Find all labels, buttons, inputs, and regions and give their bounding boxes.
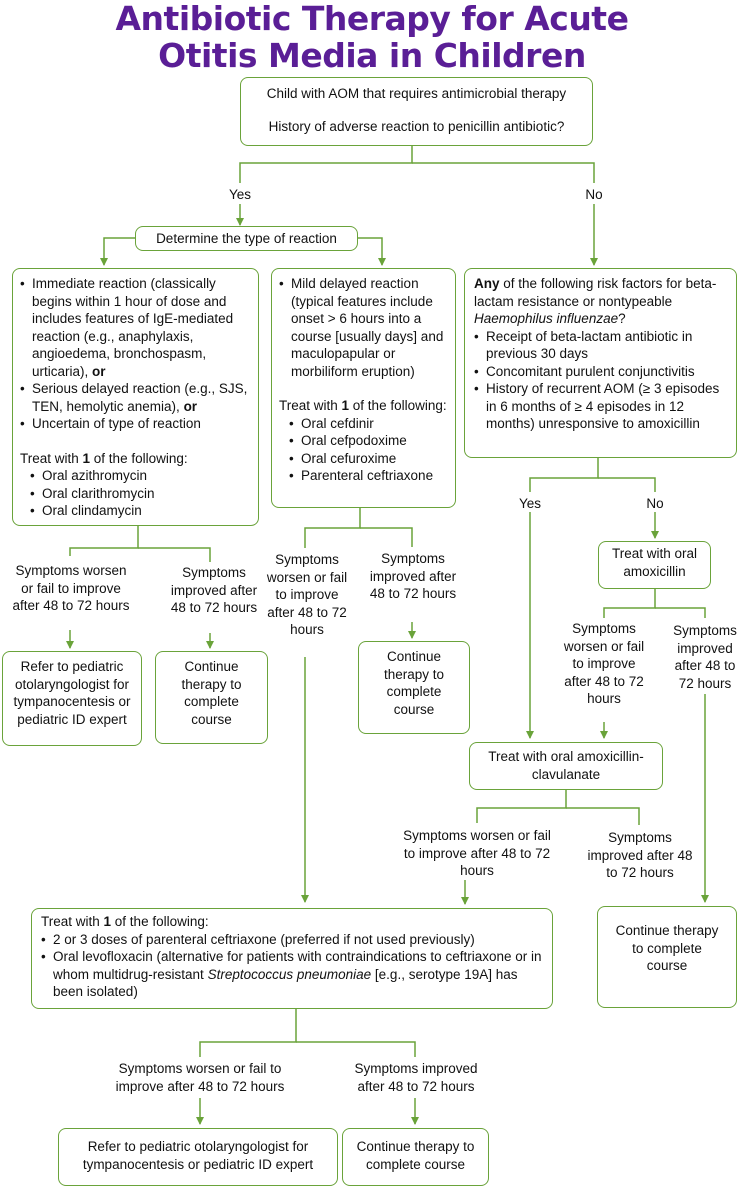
root-question-box: Child with AOM that requires antimicrobi… [240,77,593,146]
mild-reaction-box: Mild delayed reaction (typical features … [271,268,456,508]
mild-worsen-label: Symptoms worsen or fail to improve after… [266,552,348,637]
label-yes-risk: Yes [518,496,542,511]
continue-therapy-box-2: Continue therapy to complete course [358,641,470,734]
amox-improved-label: Symptoms improved after 48 to 72 hours [673,623,737,691]
immediate-drug: Oral azithromycin [30,467,251,485]
immediate-reaction-box: Immediate reaction (classically begins w… [12,268,259,526]
final-bullet-2: Oral levofloxacin (alternative for patie… [41,948,543,1001]
page-title: Antibiotic Therapy for Acute Otitis Medi… [0,0,744,74]
determine-reaction-box: Determine the type of reaction [135,226,358,251]
refer-specialist-box-2: Refer to pediatric otolaryngologist for … [58,1128,338,1186]
root-line-2: History of adverse reaction to penicilli… [268,118,565,134]
treat-amoxicillin-box: Treat with oral amoxicillin [598,541,711,589]
immediate-drug: Oral clarithromycin [30,485,251,503]
risk-item: History of recurrent AOM (≥ 3 episodes i… [474,380,727,433]
mild-improved-label: Symptoms improved after 48 to 72 hours [369,551,457,601]
clav-worsen-label: Symptoms worsen or fail to improve after… [403,828,551,878]
mild-drug: Oral cefuroxime [289,450,448,468]
immediate-bullet-3: Uncertain of type of reaction [20,415,251,433]
label-no-risk: No [646,496,664,511]
continue-therapy-box-4: Continue therapy to complete course [342,1128,489,1186]
final-worsen-label: Symptoms worsen or fail to improve after… [115,1061,285,1094]
immediate-improved-label: Symptoms improved after 48 to 72 hours [170,565,258,615]
title-line-2: Otitis Media in Children [158,36,586,75]
continue-therapy-box-1: Continue therapy to complete course [155,651,268,744]
mild-drug: Oral cefdinir [289,415,448,433]
determine-reaction-text: Determine the type of reaction [156,231,337,246]
immediate-treat-heading: Treat with 1 of the following: [20,450,188,466]
risk-item: Receipt of beta-lactam antibiotic in pre… [474,328,727,363]
immediate-bullet-2: Serious delayed reaction (e.g., SJS, TEN… [20,380,251,415]
risk-item: Concomitant purulent conjunctivitis [474,363,727,381]
clav-improved-label: Symptoms improved after 48 to 72 hours [587,830,693,880]
continue-therapy-box-3: Continue therapy to complete course [597,906,737,1008]
immediate-drug: Oral clindamycin [30,502,251,520]
mild-bullet-1: Mild delayed reaction (typical features … [279,275,448,380]
refer-specialist-box-1: Refer to pediatric otolaryngologist for … [2,651,142,746]
mild-drug: Parenteral ceftriaxone [289,467,448,485]
final-treatment-box: Treat with 1 of the following: 2 or 3 do… [31,908,553,1009]
mild-drug: Oral cefpodoxime [289,432,448,450]
final-treat-heading: Treat with 1 of the following: [41,914,209,929]
label-no-penicillin: No [585,187,603,202]
immediate-bullet-1: Immediate reaction (classically begins w… [20,275,251,380]
risk-factors-box: Any of the following risk factors for be… [464,268,737,458]
label-yes-penicillin: Yes [228,187,252,202]
immediate-worsen-label: Symptoms worsen or fail to improve after… [12,563,130,613]
final-bullet-1: 2 or 3 doses of parenteral ceftriaxone (… [41,931,543,949]
root-line-1: Child with AOM that requires antimicrobi… [266,86,567,101]
amox-worsen-label: Symptoms worsen or fail to improve after… [563,621,645,706]
title-line-1: Antibiotic Therapy for Acute [115,0,629,38]
mild-treat-heading: Treat with 1 of the following: [279,398,447,413]
risk-intro: Any of the following risk factors for be… [474,276,717,326]
treat-amox-clav-box: Treat with oral amoxicillin-clavulanate [469,742,663,790]
final-improved-label: Symptoms improved after 48 to 72 hours [354,1061,478,1094]
